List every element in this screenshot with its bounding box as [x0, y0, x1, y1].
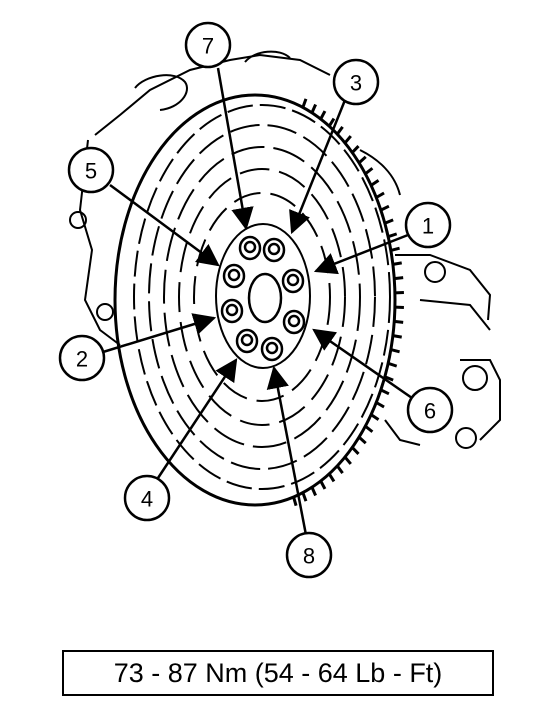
- gear-tooth: [351, 446, 360, 455]
- callouts: 7 3 5 1 2 6 4 8: [58, 21, 454, 579]
- gear-tooth: [358, 436, 367, 445]
- gear-tooth: [319, 110, 327, 120]
- bolt-6: [282, 309, 306, 335]
- bolt-5: [222, 263, 246, 289]
- callout-2: 2: [58, 334, 106, 382]
- gear-tooth: [364, 425, 374, 433]
- gear-tooth: [327, 117, 336, 127]
- bolt-7: [238, 235, 262, 261]
- flywheel: [113, 93, 397, 507]
- bolt-4: [235, 328, 259, 354]
- callout-6: 6: [406, 386, 454, 434]
- gear-tooth: [310, 486, 317, 497]
- gear-tooth: [390, 246, 400, 252]
- arrow-7: [216, 67, 254, 231]
- callout-7: 7: [184, 21, 232, 69]
- gear-tooth: [343, 135, 352, 144]
- gear-tooth: [375, 401, 385, 409]
- arrow-2: [102, 313, 217, 354]
- gear-tooth: [301, 98, 308, 108]
- gear-tooth: [351, 145, 360, 154]
- gear-tooth: [390, 348, 400, 354]
- callout-8-label: 8: [303, 544, 315, 569]
- gear-tooth: [384, 375, 394, 382]
- gear-tooth: [336, 125, 344, 136]
- callout-3-label: 3: [350, 71, 362, 96]
- gear-tooth: [343, 456, 352, 465]
- callout-1-label: 1: [422, 214, 434, 239]
- gear-tooth: [336, 464, 344, 475]
- flywheel-bolts: [220, 235, 306, 362]
- callout-5: 5: [67, 146, 115, 194]
- gear-tooth: [394, 319, 404, 324]
- callout-4: 4: [123, 474, 171, 522]
- gear-tooth: [327, 473, 336, 483]
- callout-3: 3: [332, 58, 380, 106]
- gear-tooth: [384, 218, 394, 225]
- callout-2-label: 2: [76, 347, 88, 372]
- bolt-8: [260, 336, 284, 362]
- gear-tooth: [370, 413, 380, 421]
- gear-tooth: [364, 167, 374, 175]
- gear-tooth: [301, 492, 308, 502]
- arrow-1: [313, 233, 409, 275]
- arrow-5: [109, 183, 220, 267]
- arrow-8: [266, 365, 308, 536]
- gear-tooth: [292, 496, 298, 507]
- gear-tooth: [387, 232, 398, 239]
- gear-tooth: [387, 361, 398, 368]
- torque-specification: 73 - 87 Nm (54 - 64 Lb - Ft): [62, 650, 494, 696]
- gear-tooth: [310, 103, 317, 114]
- gear-tooth: [392, 334, 402, 339]
- arrow-6: [312, 328, 413, 400]
- gear-tooth: [392, 261, 402, 266]
- callout-8: 8: [285, 531, 333, 579]
- gear-tooth: [380, 388, 390, 396]
- engine-block-outline: [69, 50, 501, 449]
- callout-1: 1: [404, 201, 452, 249]
- callout-5-label: 5: [85, 159, 97, 184]
- gear-tooth: [380, 204, 390, 212]
- ring-gear-teeth: [292, 98, 404, 507]
- arrow-3: [289, 99, 347, 235]
- callout-6-label: 6: [424, 399, 436, 424]
- leader-arrows: [102, 67, 413, 536]
- gear-tooth: [319, 480, 327, 490]
- callout-4-label: 4: [141, 487, 153, 512]
- bolt-3: [262, 237, 286, 263]
- bolt-2: [220, 298, 244, 324]
- bolt-1: [281, 268, 305, 294]
- callout-7-label: 7: [202, 34, 214, 59]
- gear-tooth: [375, 191, 385, 199]
- arrow-4: [156, 358, 238, 479]
- gear-tooth: [394, 276, 404, 281]
- gear-tooth: [370, 179, 380, 187]
- gear-tooth: [358, 155, 367, 164]
